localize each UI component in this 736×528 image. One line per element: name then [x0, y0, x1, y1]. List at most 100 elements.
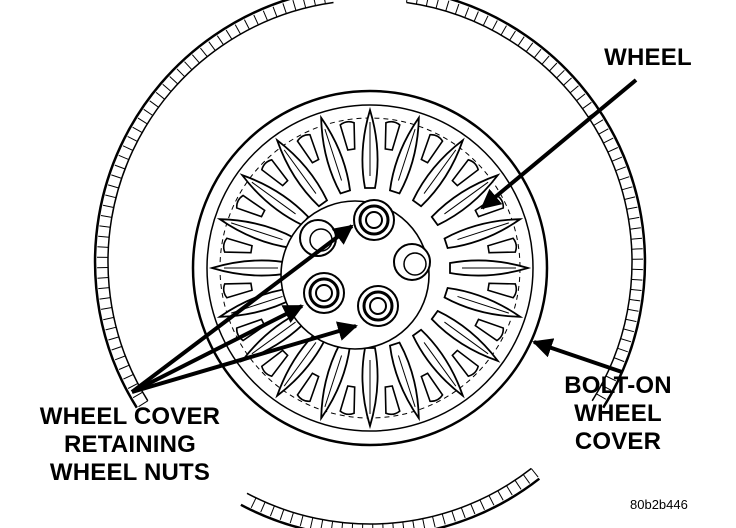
tire-inner-arc-0: [107, 1, 334, 402]
bolt-on-cover-leader: [532, 338, 623, 374]
tire-tread-tick: [260, 501, 266, 513]
tire-tread-tick: [530, 468, 539, 478]
tire-tread-tick: [482, 15, 489, 26]
spoke-crease: [444, 321, 489, 355]
figure-id: 80b2b446: [630, 497, 688, 512]
tire-tread-tick: [514, 479, 522, 490]
tire-tread-tick: [184, 61, 193, 71]
tire-tread-tick: [243, 19, 250, 30]
tire-tread-tick: [441, 513, 446, 525]
tire-tread-tick: [549, 62, 558, 72]
tire-tread-tick: [253, 14, 259, 26]
spoke-window: [339, 385, 356, 416]
tire-tread-tick: [320, 519, 324, 528]
tire-tread-tick: [556, 69, 565, 79]
tire-tread-tick: [607, 147, 619, 153]
tire-tread-tick: [292, 0, 297, 11]
tire-tread-tick: [98, 287, 110, 290]
spoke-window: [296, 133, 320, 164]
tire-tread-tick: [216, 35, 224, 46]
wheel-cover-rim: [191, 89, 549, 447]
tire-tread-tick: [324, 0, 326, 4]
spoke-crease: [444, 181, 489, 215]
spoke: [443, 286, 524, 318]
tire-tread-tick: [162, 83, 172, 92]
spoke-crease: [251, 181, 296, 215]
tire-tread-tick: [225, 29, 233, 40]
tire-tread-tick: [624, 196, 636, 200]
tire-tread-tick: [331, 521, 334, 528]
bolt-on-line-3: COVER: [574, 428, 662, 455]
tire-tread-tick: [303, 0, 307, 9]
tire-tread-tick: [382, 523, 384, 528]
tire-tread-tick: [269, 505, 275, 517]
tire-tread-tick: [102, 204, 114, 208]
tire-tread-tick: [460, 507, 466, 519]
tire-tread-tick: [149, 100, 159, 108]
tire-tread-tick: [123, 373, 134, 380]
tire-tread-tick: [98, 235, 110, 238]
spoke: [443, 218, 524, 250]
wheel-nut-center: [369, 297, 387, 315]
tire-tread-tick: [631, 248, 643, 250]
spoke-window: [474, 318, 505, 342]
spoke-window: [474, 194, 505, 218]
tire-tread-tick: [603, 137, 614, 144]
spoke-window: [339, 120, 356, 151]
tire-tread-tick: [392, 522, 394, 528]
spoke-crease: [423, 342, 457, 387]
spoke-window: [487, 237, 518, 254]
tire-tread-tick: [630, 288, 642, 291]
tire-tread-tick: [629, 227, 641, 230]
tire-tread-tick: [422, 518, 426, 528]
bolt-on-cover-label: BOLT-ON WHEEL COVER: [538, 372, 698, 456]
tire-tread-tick: [200, 47, 208, 58]
tire-tread-tick: [533, 48, 542, 59]
tire-tread-tick: [601, 384, 612, 391]
tire-tread-tick: [108, 336, 120, 341]
tire-inner-arc-1: [406, 1, 633, 402]
tire-tread-tick: [451, 510, 456, 522]
tire-tread-tick: [132, 391, 143, 399]
tire-outer-arc-0: [93, 0, 291, 409]
spoke-crease: [230, 222, 283, 241]
tire-tread-tick: [99, 297, 111, 300]
wheel-nut-center: [365, 211, 383, 229]
tire-tread-tick: [282, 3, 287, 14]
wheel-label: WHEEL: [588, 44, 708, 72]
spoke-window: [235, 194, 266, 218]
tire-tread-tick: [309, 517, 314, 528]
tire-tread-tick: [176, 68, 186, 78]
spoke-crease: [251, 321, 296, 355]
tire-tread-tick: [208, 41, 216, 51]
tire-tread-tick: [541, 55, 550, 65]
spoke: [388, 114, 420, 195]
tire-tread-tick: [432, 516, 436, 528]
tire-tread-tick: [623, 328, 635, 333]
tire-tread-tick: [605, 375, 617, 382]
spoke-window: [222, 237, 253, 254]
tire-tread-tick: [111, 345, 123, 351]
tire-tread-tick: [497, 490, 504, 501]
tire-tread-tick: [272, 6, 278, 18]
nut-leader-middle: [131, 304, 304, 394]
tire-tread-tick: [611, 156, 623, 162]
spoke-crease: [397, 128, 416, 181]
tire-tread-tick: [412, 520, 415, 528]
tire-tread-tick: [262, 10, 269, 21]
nut-leader-bottom: [131, 321, 358, 394]
spoke-crease: [397, 355, 416, 408]
spoke-window: [260, 349, 289, 378]
tire-outer-arc-1: [449, 0, 647, 409]
spoke-window: [260, 158, 289, 187]
wheel-nut-hex: [358, 204, 390, 236]
tire-tread-tick: [101, 307, 113, 310]
tire-tread-tick: [631, 278, 643, 281]
tire-tread-tick: [114, 164, 126, 170]
tire-tread-tick: [506, 485, 513, 496]
spoke-crease: [324, 128, 343, 181]
tire-tread-tick: [169, 76, 179, 85]
tire-tread-tick: [522, 474, 531, 484]
nut-leader-top: [130, 224, 354, 394]
